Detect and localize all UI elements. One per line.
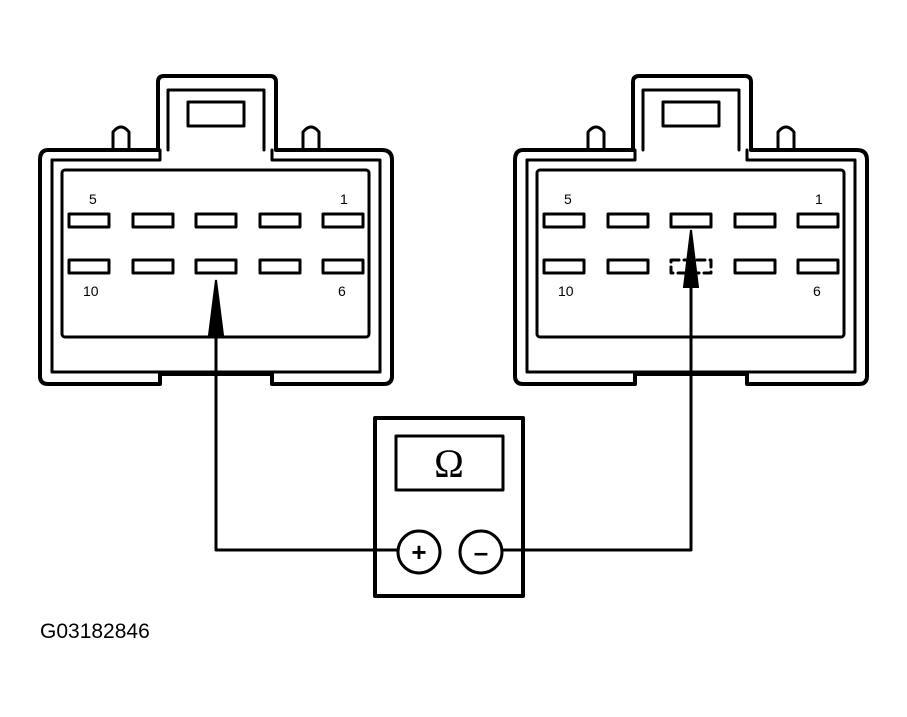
pin-6 [321,258,365,275]
pin-label-5: 5 [564,191,572,207]
connector-right-housing [513,74,869,386]
connector-left-housing [38,74,394,386]
pin-2 [733,212,777,229]
probe-tip-negative [682,229,700,288]
test-lead-negative [502,229,700,552]
pin-6 [796,258,840,275]
meter-display [394,434,505,492]
pin-1 [321,212,365,229]
pin-7 [733,258,777,275]
pin-5 [67,212,111,229]
connector-right: 5 1 10 6 [513,74,869,386]
plus-icon: + [411,537,426,567]
figure-id: G03182846 [40,620,150,643]
pin-5 [542,212,586,229]
pin-7 [258,258,302,275]
pin-label-6: 6 [813,283,821,299]
pin-4 [131,212,175,229]
pin-1 [796,212,840,229]
pin-10 [542,258,586,275]
test-lead-positive [207,279,400,552]
pin-10 [67,258,111,275]
ohmmeter: Ω + – [373,416,525,598]
negative-terminal [458,529,504,575]
pin-label-1: 1 [340,191,348,207]
pin-3 [669,212,713,229]
pin-3 [194,212,238,229]
pin-label-5: 5 [89,191,97,207]
probe-tip-positive [207,279,225,336]
pin-label-6: 6 [338,283,346,299]
ohm-symbol: Ω [434,441,464,486]
positive-terminal [396,529,442,575]
meter-body [373,416,525,598]
pin-label-10: 10 [83,283,99,299]
pin-4 [606,212,650,229]
pin-2 [258,212,302,229]
pin-8 [194,258,238,275]
pin-label-1: 1 [815,191,823,207]
pin-9 [131,258,175,275]
minus-icon: – [474,537,488,567]
pin-label-10: 10 [558,283,574,299]
pin-9 [606,258,650,275]
